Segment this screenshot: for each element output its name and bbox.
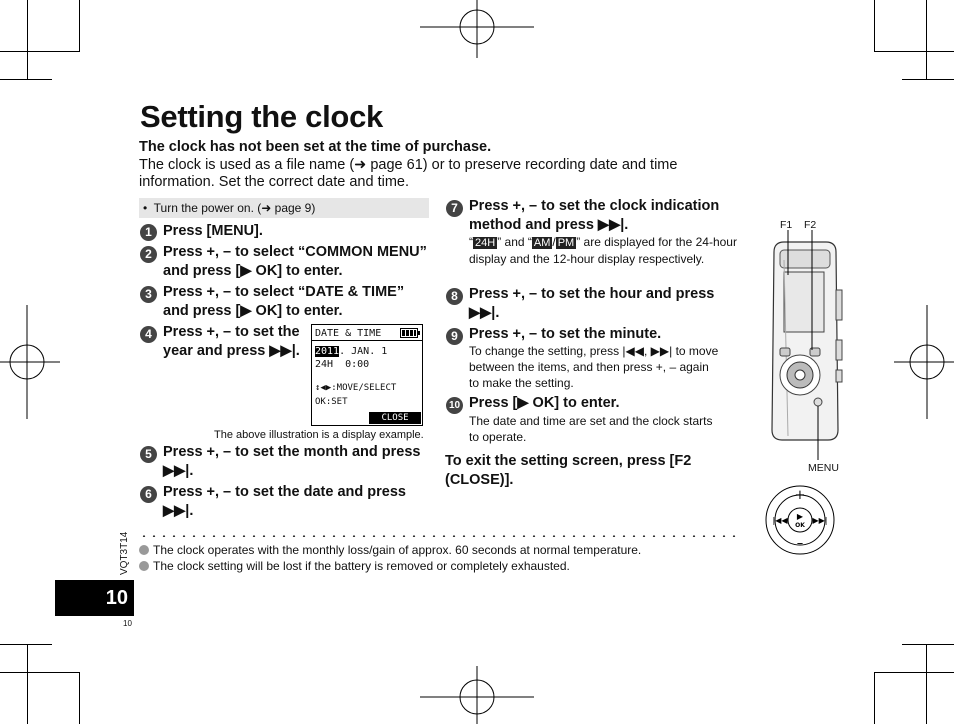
step-number: 5 [140,446,157,463]
step-number: 2 [140,246,157,263]
step-7-note: “24H” and “AM/PM” are displayed for the … [469,235,737,266]
f1-label: F1 [780,219,793,231]
step-7: Press +, – to set the clock indication m… [469,198,720,233]
note-2: The clock setting will be lost if the ba… [139,558,570,574]
step-number: 8 [446,288,463,305]
step-number: 3 [140,286,157,303]
page-number: 10 [55,580,134,616]
am-indicator: AM [531,237,553,249]
step-6: Press +, – to set the date and press ▶▶|… [163,484,406,519]
intro-bold: The clock has not been set at the time o… [139,139,492,155]
step-9: Press +, – to set the minute. [469,326,662,342]
prerequisite-text: Turn the power on. (➜ page 9) [153,201,316,215]
note-1: The clock operates with the monthly loss… [139,542,641,558]
step-10-note: The date and time are set and the clock … [469,414,713,444]
display-move-hint: ↕◀▶:MOVE/SELECT [315,383,397,393]
display-caption: The above illustration is a display exam… [214,429,424,441]
display-time: 24H 0:00 [315,359,370,370]
step-number: 4 [140,326,157,343]
step-4: Press +, – to set the year and press ▶▶|… [163,324,300,359]
document-code: VQT3T14 [119,531,130,575]
page-number-small: 10 [123,619,132,628]
display-close: CLOSE [369,412,421,424]
24h-indicator: 24H [473,237,498,249]
step-number: 10 [446,397,463,414]
display-title: DATE & TIME [315,328,382,339]
registration-mark-right [894,305,954,419]
display-date: . JAN. 1 [339,346,388,357]
intro-text: The clock is used as a file name (➜ page… [139,156,678,191]
step-2: Press +, – to select “COMMON MENU” and p… [163,244,427,279]
registration-mark-top [420,0,534,58]
voice-recorder-illustration [771,230,843,460]
display-illustration: DATE & TIME 2011. JAN. 1 24H 0:00 ↕◀▶:MO… [311,324,423,426]
step-9-note: To change the setting, press |◀◀, ▶▶| to… [469,344,719,390]
svg-text:–: – [797,536,804,551]
registration-mark-left [0,305,60,419]
page-title: Setting the clock [140,99,383,134]
step-10: Press [▶ OK] to enter. [469,395,620,411]
svg-text:|◀◀: |◀◀ [773,516,789,525]
exit-note: To exit the setting screen, press [F2 (C… [445,453,692,488]
ok-label: OK [795,522,805,529]
intro: The clock has not been set at the time o… [139,139,739,192]
step-number: 9 [446,328,463,345]
registration-mark-bottom [420,666,534,724]
step-number: 1 [140,224,157,241]
battery-icon [400,328,420,338]
step-3: Press +, – to select “DATE & TIME” and p… [163,284,405,319]
step-8: Press +, – to set the hour and press ▶▶|… [469,286,715,321]
dotted-separator [139,535,739,537]
step-number: 7 [446,200,463,217]
svg-text:▶: ▶ [797,512,804,521]
step-1: Press [MENU]. [163,223,263,239]
ok-button-illustration: + – |◀◀ ▶▶| ▶ OK [765,485,835,555]
display-year: 2011 [315,346,340,357]
step-number: 6 [140,486,157,503]
step-5: Press +, – to set the month and press ▶▶… [163,444,421,479]
f2-label: F2 [804,219,817,231]
svg-text:▶▶|: ▶▶| [813,516,828,525]
prerequisite-box: • Turn the power on. (➜ page 9) [139,198,429,218]
menu-label: MENU [808,462,839,474]
display-ok-hint: OK:SET [315,397,348,407]
svg-text:+: + [795,488,806,503]
pm-indicator: PM [555,237,577,249]
